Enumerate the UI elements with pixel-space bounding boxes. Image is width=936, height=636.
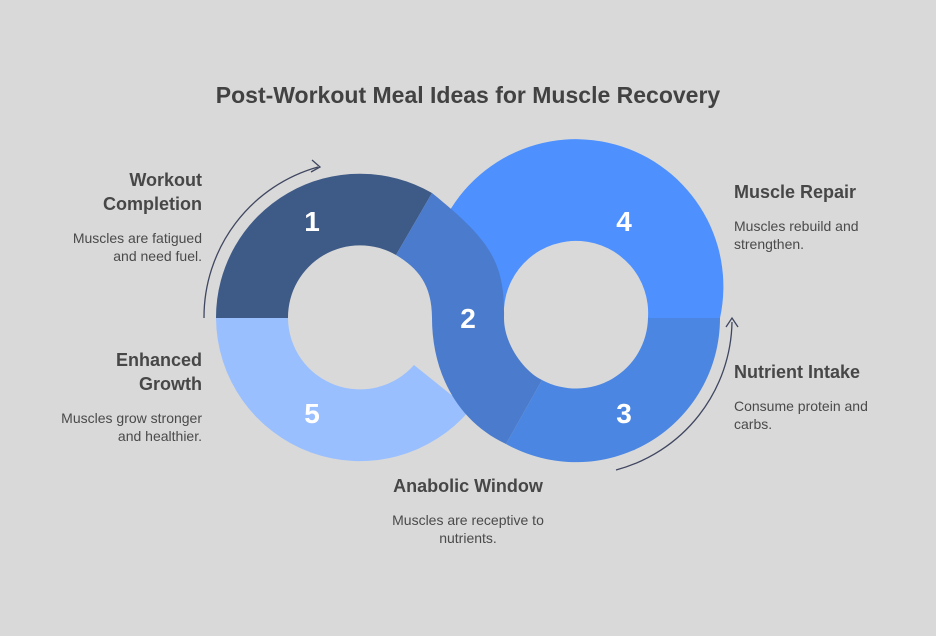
step-5-heading-line-2: Growth [139,374,202,394]
step-3-heading: Nutrient Intake [734,362,861,382]
arrow-left-arc [203,166,319,319]
diagram-title: Post-Workout Meal Ideas for Muscle Recov… [215,82,721,108]
step-4-description: Muscles rebuild and strengthen. [734,217,924,253]
segment-1 [215,173,432,318]
step-2-description-line-2: nutrients. [439,530,497,546]
step-number-4: 4 [616,206,632,237]
step-number-5: 5 [304,398,320,429]
step-number-2: 2 [460,303,476,334]
step-1-heading-line-1: Workout [129,170,202,190]
segment-4 [432,139,724,318]
step-3-description-line-1: Consume protein and [734,398,868,414]
step-4-heading: Muscle Repair [734,182,857,202]
step-1-heading: Workout Completion [40,168,202,216]
step-1-description-line-2: and need fuel. [113,248,202,264]
arrow-right-arrowhead [725,316,739,328]
segment-3 [506,318,721,463]
arrow-left-arrowhead [310,159,322,173]
step-5-heading-line-1: Enhanced [115,350,202,370]
step-number-1: 1 [304,206,320,237]
step-5-description-line-1: Muscles grow stronger [61,410,202,426]
step-4-description-line-1: Muscles rebuild and [734,218,859,234]
step-5-heading: Enhanced Growth [40,348,202,396]
step-2-description: Muscles are receptive to nutrients. [348,511,588,547]
step-number-3: 3 [616,398,632,429]
segment-5 [216,318,470,462]
step-1-description-line-1: Muscles are fatigued [72,230,202,246]
step-1-heading-line-2: Completion [103,194,202,214]
arrow-right-arc [615,321,733,471]
step-5-description: Muscles grow stronger and healthier. [20,409,202,445]
step-4-description-line-2: strengthen. [734,236,805,252]
step-1-description: Muscles are fatigued and need fuel. [20,229,202,265]
step-3-description: Consume protein and carbs. [734,397,924,433]
step-2-description-line-1: Muscles are receptive to [392,512,544,528]
step-5-description-line-2: and healthier. [117,428,202,444]
segment-2 [396,193,542,444]
step-2-heading: Anabolic Window [393,476,543,496]
step-3-description-line-2: carbs. [734,416,773,432]
